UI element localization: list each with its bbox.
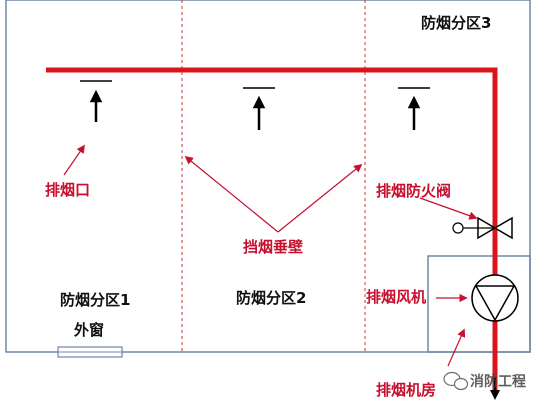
window-symbol: [57, 346, 123, 358]
exhaust-outlet-2: [243, 87, 275, 130]
zone3-label: 防烟分区3: [421, 14, 491, 32]
watermark-text: 消防工程: [470, 373, 526, 390]
callout-arrow-fire-damper: [419, 197, 478, 220]
building-outline: [5, 0, 531, 353]
callout-arrow-exhaust-outlet: [63, 144, 85, 176]
callout-arrow-fan-room: [447, 328, 466, 367]
wechat-icon: [443, 371, 469, 391]
fan-room-outline: [427, 255, 531, 353]
smoke-curtain-label: 挡烟垂壁: [243, 238, 303, 256]
fan-room-label: 排烟机房: [376, 381, 436, 399]
window-label: 外窗: [73, 321, 104, 339]
fire-damper-symbol: [452, 216, 513, 240]
zone1-label: 防烟分区1: [60, 291, 130, 309]
watermark: 消防工程: [443, 371, 526, 391]
zone2-label: 防烟分区2: [236, 289, 306, 307]
exhaust-outlet-3: [398, 87, 430, 130]
callout-arrow-curtain-right: [277, 163, 363, 233]
callout-arrow-curtain-left: [184, 155, 279, 233]
exhaust-fan-label: 排烟风机: [366, 288, 426, 306]
fire-damper-label: 排烟防火阀: [376, 182, 451, 200]
exhaust-outlet-label: 排烟口: [45, 181, 90, 199]
exhaust-outlet-1: [80, 80, 112, 122]
exhaust-fan-symbol: [471, 274, 519, 322]
